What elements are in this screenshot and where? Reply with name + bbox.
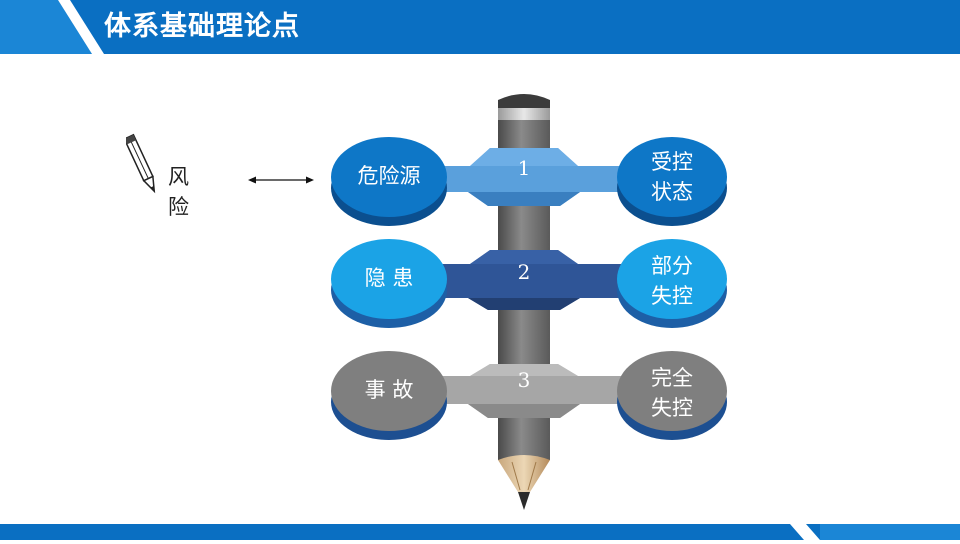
level-2-right-line1: 部分: [627, 250, 717, 280]
level-1-number: 1: [504, 156, 544, 180]
level-3-left-label: 事 故: [339, 374, 439, 404]
level-2-number: 2: [504, 260, 544, 284]
level-2-right-line2: 失控: [627, 280, 717, 310]
level-3-number: 3: [504, 368, 544, 392]
level-1-left-label: 危险源: [339, 160, 439, 190]
level-3-right-line2: 失控: [627, 392, 717, 422]
level-1-right-line1: 受控: [627, 146, 717, 176]
level-3-right-line1: 完全: [627, 362, 717, 392]
level-2-left-label: 隐 患: [339, 262, 439, 292]
level-1-right-line2: 状态: [627, 176, 717, 206]
